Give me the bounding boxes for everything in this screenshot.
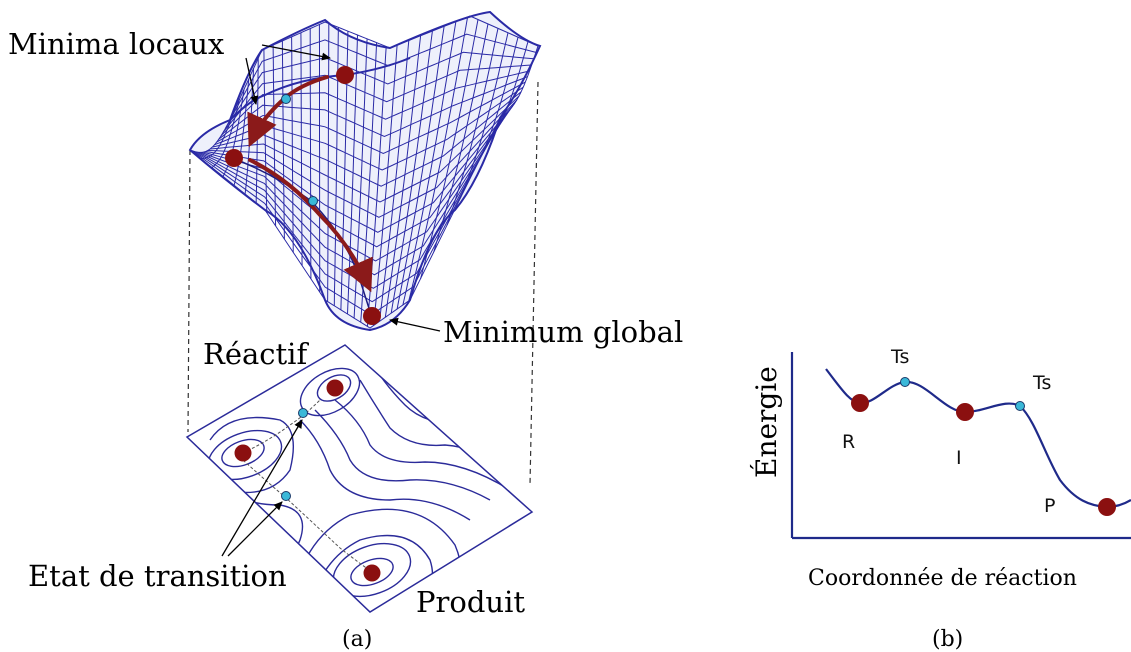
mesh-line-v [227,33,537,125]
surface-local-minimum-1 [336,66,354,84]
mesh-line-v [218,76,528,140]
projection-lines [187,81,539,486]
map-product-minimum [363,564,381,582]
mesh-line-v [205,102,516,233]
mesh-line-v [207,99,518,218]
surface-global-minimum [363,307,381,325]
profile-label-intermediate: I [956,447,962,469]
contour-reaction-path [242,399,373,573]
energy-axes [790,352,1131,540]
map-upper-minimum [326,379,344,397]
profile-label-product: P [1044,495,1055,517]
mesh-line-v [222,64,532,133]
mesh-line-v [229,15,539,121]
mesh-line-v [225,51,534,129]
label-reactant: Réactif [203,337,309,371]
energy-profile-curve [825,368,1131,509]
label-product: Produit [416,585,525,619]
profile-ts1-point [900,377,910,387]
profile-ts2-point [1015,401,1025,411]
label-global-minimum: Minimum global [443,315,683,349]
panel-b: Ts Ts R I P Énergie Coordonnée de réacti… [750,346,1131,652]
surface-local-minimum-2 [225,149,243,167]
y-axis-label: Énergie [750,366,783,478]
profile-reactant-point [851,394,869,412]
mesh-line-v [203,105,514,248]
surface-transition-state-1 [281,94,291,104]
contour-sheet [185,344,534,613]
surface-transition-state-2 [308,196,318,206]
profile-product-point [1098,498,1116,516]
map-transition-state-1 [298,408,308,418]
panel-a-caption: (a) [342,627,372,652]
mesh-line-v [200,108,512,262]
panel-b-caption: (b) [932,627,963,652]
map-reactant-minimum [234,444,252,462]
annotation-arrows [221,44,441,557]
mesh-line-v [189,117,501,329]
arrow-path-lower [248,158,373,293]
map-transition-state-2 [281,491,291,501]
mesh-line-v [191,116,503,316]
panel-a: Minima locaux Minimum global Réactif Eta… [8,10,683,652]
label-transition-state: Etat de transition [28,559,287,593]
profile-label-ts2: Ts [1032,372,1051,394]
profile-label-ts1: Ts [890,346,909,368]
label-local-minima: Minima locaux [8,27,224,61]
x-axis-label: Coordonnée de réaction [808,566,1077,591]
profile-label-reactant: R [842,431,855,453]
profile-intermediate-point [956,403,974,421]
